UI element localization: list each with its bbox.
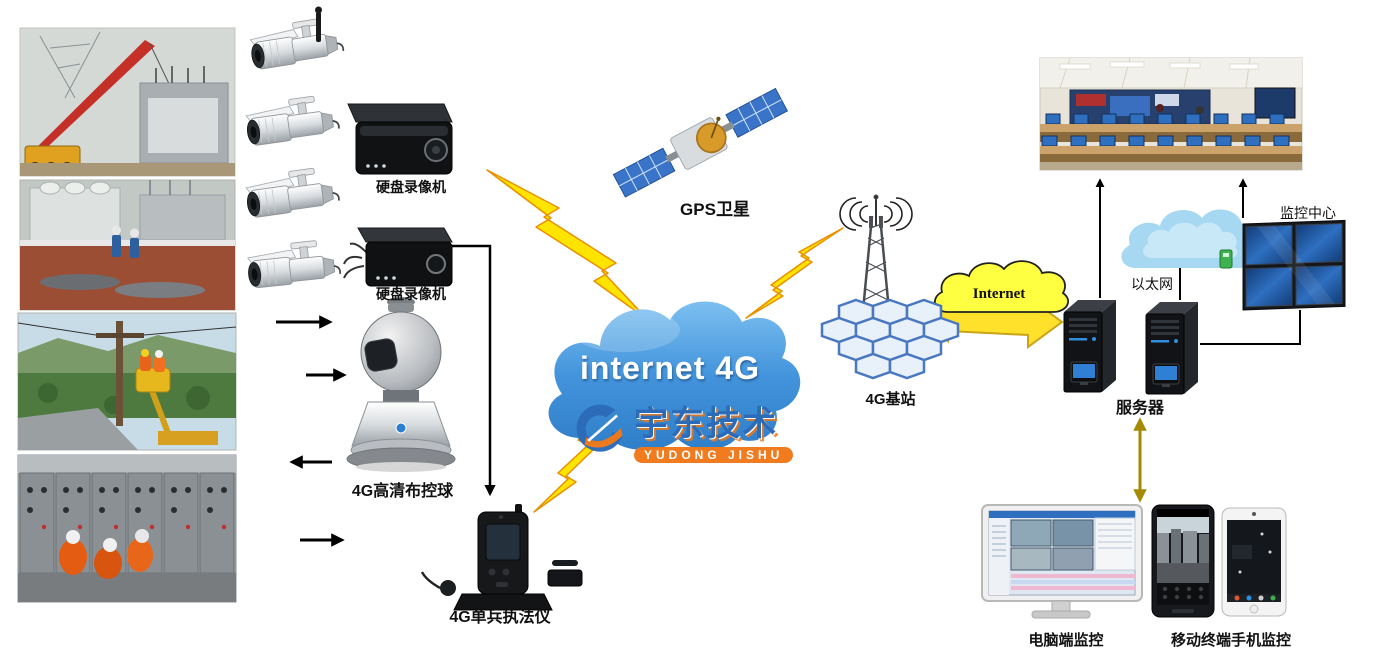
internet-cloud-label: Internet (972, 286, 1026, 302)
gps-label: GPS卫星 (680, 200, 750, 219)
server-tower-2 (1145, 302, 1198, 395)
connector-arrows-left (276, 244, 496, 547)
smartphone-1 (1151, 504, 1215, 618)
internet-4g-label: internet 4G (580, 350, 760, 386)
brand-name-en: YUDONG JISHU (634, 447, 794, 463)
dvr-1 (347, 103, 453, 175)
brand-logo-icon (576, 404, 623, 452)
control-room-photo (1039, 57, 1303, 171)
lightning-bolt-cloud-to-basestation (745, 227, 844, 319)
brand-name-cn: 宇东技术 (634, 405, 778, 443)
photo-substation-workers (19, 179, 236, 311)
camera-antenna (315, 6, 322, 42)
mobile-monitoring-label: 移动终端手机监控 (1170, 632, 1291, 649)
body-camera-label: 4G单兵执法仪 (449, 609, 551, 626)
ptz-ball-label: 4G高清布控球 (351, 483, 454, 500)
network-adapter (1219, 249, 1233, 269)
internet-cloud (934, 260, 1069, 313)
base-station-label: 4G基站 (865, 391, 916, 408)
bullet-camera-3 (242, 164, 341, 220)
ptz-dome-camera (346, 297, 456, 472)
photo-cabinet-inspection (17, 454, 237, 603)
dvr1-label: 硬盘录像机 (376, 179, 446, 195)
server-tower-1 (1063, 300, 1116, 393)
photo-pole-work (17, 312, 237, 451)
bullet-camera-1 (246, 14, 346, 72)
connector-lines-right (1095, 178, 1301, 345)
pc-monitoring-label: 电脑端监控 (1028, 632, 1104, 649)
body-camera-kit (420, 504, 583, 611)
bullet-camera-4 (244, 237, 342, 290)
dvr-2 (343, 227, 453, 287)
bullet-camera-2 (242, 92, 341, 148)
internet-4g-cloud (548, 301, 801, 450)
smartphone-2 (1221, 507, 1287, 617)
gps-satellite (612, 87, 789, 198)
pc-monitor (981, 504, 1143, 619)
ethernet-label: 以太网 (1131, 276, 1173, 292)
dvr2-label: 硬盘录像机 (376, 286, 446, 302)
video-wall (1242, 219, 1346, 311)
honeycomb-base (820, 298, 960, 380)
photo-crane-substation (19, 27, 236, 177)
monitor-center-label: 监控中心 (1280, 205, 1336, 221)
base-station-tower (839, 194, 913, 333)
server-label: 服务器 (1115, 400, 1164, 417)
brand-watermark: 宇东技术 YUDONG JISHU (570, 396, 842, 463)
